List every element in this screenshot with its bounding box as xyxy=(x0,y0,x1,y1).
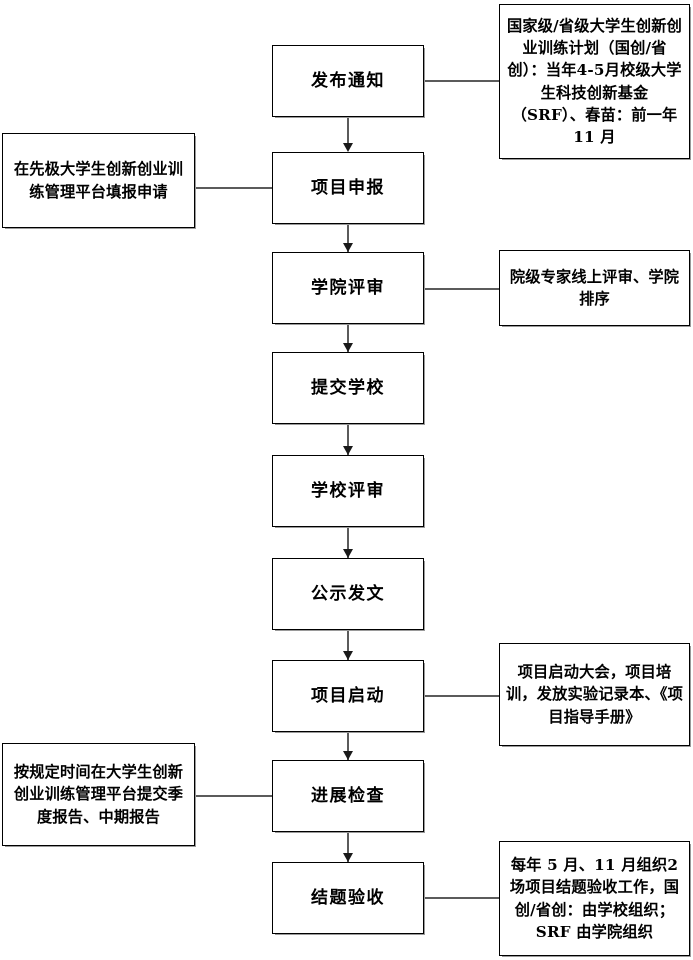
note-box-platform-application[interactable]: 在先极大学生创新创业训练管理平台填报申请 xyxy=(2,133,196,229)
process-node-college-review-label: 学院评审 xyxy=(311,277,385,298)
note-box-expert-review-text: 院级专家线上评审、学院排序 xyxy=(509,267,680,308)
note-box-quarterly-report-text: 按规定时间在大学生创新创业训练管理平台提交季度报告、中期报告 xyxy=(13,763,184,826)
connector-publish-apply xyxy=(347,117,349,146)
note-box-notice-schedule-text: 国家级/省级大学生创新创业训练计划（国创/省创）：当年4-5月校级大学生科技创新… xyxy=(506,17,682,146)
connector-college-note xyxy=(423,288,501,290)
connector-progress-note xyxy=(194,795,273,797)
connector-apply-note xyxy=(194,187,273,189)
process-node-public-announcement[interactable]: 公示发文 xyxy=(272,558,425,631)
note-box-platform-application-text: 在先极大学生创新创业训练管理平台填报申请 xyxy=(13,160,184,201)
process-node-publish[interactable]: 发布通知 xyxy=(272,45,425,118)
note-box-acceptance-schedule-text: 每年 5 月、11 月组织2场项目结题验收工作，国创/省创：由学校组织；SRF … xyxy=(509,856,680,941)
process-node-submit-school[interactable]: 提交学校 xyxy=(272,352,425,425)
process-node-publish-label: 发布通知 xyxy=(311,70,385,91)
note-box-notice-schedule[interactable]: 国家级/省级大学生创新创业训练计划（国创/省创）：当年4-5月校级大学生科技创新… xyxy=(499,4,691,160)
note-box-kickoff-training[interactable]: 项目启动大会，项目培训，发放实验记录本、《项目指导手册》 xyxy=(499,643,691,747)
process-node-school-review[interactable]: 学校评审 xyxy=(272,455,425,528)
arrow-submit-school xyxy=(342,446,353,455)
process-node-public-announcement-label: 公示发文 xyxy=(311,583,385,604)
note-box-quarterly-report[interactable]: 按规定时间在大学生创新创业训练管理平台提交季度报告、中期报告 xyxy=(2,743,196,847)
arrow-start-progress xyxy=(342,751,353,760)
connector-publish-note xyxy=(423,80,501,82)
arrow-apply-college xyxy=(342,243,353,252)
connector-accept-note xyxy=(423,897,501,899)
connector-start-progress xyxy=(347,732,349,761)
connector-public-start xyxy=(347,630,349,661)
note-box-kickoff-training-text: 项目启动大会，项目培训，发放实验记录本、《项目指导手册》 xyxy=(505,663,684,726)
connector-progress-accept xyxy=(347,832,349,863)
arrow-college-submit xyxy=(342,343,353,352)
process-node-final-acceptance-label: 结题验收 xyxy=(311,887,385,908)
connector-submit-school xyxy=(347,424,349,456)
connector-school-public xyxy=(347,527,349,559)
arrow-publish-apply xyxy=(342,143,353,152)
process-node-progress-check[interactable]: 进展检查 xyxy=(272,760,425,833)
process-node-school-review-label: 学校评审 xyxy=(311,480,385,501)
process-node-apply[interactable]: 项目申报 xyxy=(272,152,425,225)
connector-college-submit xyxy=(347,324,349,353)
connector-apply-college xyxy=(347,224,349,253)
arrow-school-public xyxy=(342,549,353,558)
process-node-college-review[interactable]: 学院评审 xyxy=(272,252,425,325)
arrow-progress-accept xyxy=(342,853,353,862)
process-node-project-start[interactable]: 项目启动 xyxy=(272,660,425,733)
connector-start-note xyxy=(423,695,501,697)
process-node-progress-check-label: 进展检查 xyxy=(311,785,385,806)
note-box-expert-review[interactable]: 院级专家线上评审、学院排序 xyxy=(499,250,691,327)
arrow-public-start xyxy=(342,651,353,660)
process-node-project-start-label: 项目启动 xyxy=(311,685,385,706)
process-node-submit-school-label: 提交学校 xyxy=(311,377,385,398)
note-box-acceptance-schedule[interactable]: 每年 5 月、11 月组织2场项目结题验收工作，国创/省创：由学校组织；SRF … xyxy=(499,841,691,957)
process-node-final-acceptance[interactable]: 结题验收 xyxy=(272,862,425,935)
process-node-apply-label: 项目申报 xyxy=(311,177,385,198)
